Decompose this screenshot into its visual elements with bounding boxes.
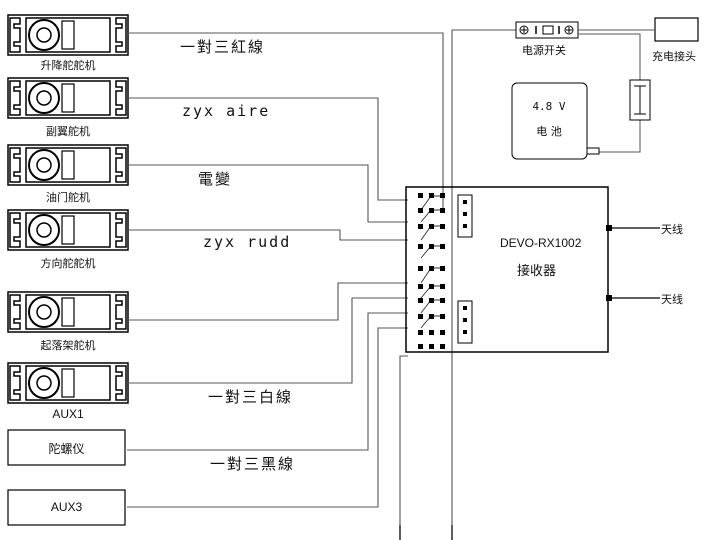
aux3-label: AUX3: [50, 500, 83, 514]
aux3-box: [7, 489, 126, 526]
antenna-label-2: 天线: [661, 293, 683, 306]
receiver-name: 接收器: [517, 264, 557, 279]
receiver-pin-wires: [420, 195, 443, 329]
servo-label-aux1: AUX1: [52, 407, 84, 421]
power-wires: [578, 29, 655, 153]
wire-label-esc: 電變: [198, 170, 233, 188]
antenna-label-1: 天线: [661, 223, 683, 236]
charge-connector-icon: [629, 79, 651, 121]
battery-label: 电 池: [536, 125, 562, 138]
charge-plug-label: 充电接头: [652, 50, 696, 63]
servo-label-elevator: 升降舵舵机: [40, 59, 96, 72]
gyro-box: [7, 429, 126, 466]
servo-icon-throttle: [7, 144, 129, 186]
servo-label-throttle: 油门舵机: [46, 191, 90, 204]
antenna-wires: [608, 227, 660, 299]
receiver-box: [405, 186, 609, 353]
servo-icon-gear: [7, 291, 129, 333]
antenna-marks: [606, 225, 612, 301]
receiver-pins: [418, 193, 445, 349]
bind-port-top: [457, 194, 473, 238]
signal-wires: [127, 29, 516, 540]
servo-icon-elevator: [7, 14, 129, 56]
receiver-model: DEVO-RX1002: [500, 236, 582, 250]
servo-icon-aux1: [7, 362, 129, 404]
servo-label-rudder: 方向舵舵机: [40, 257, 96, 270]
servo-icon-rudder: [7, 209, 129, 251]
battery-voltage: 4.8 V: [532, 100, 566, 113]
wire-label-black: 一對三黑線: [210, 455, 296, 473]
wire-label-aileron: zyx aire: [182, 102, 271, 120]
battery-icon: [511, 82, 600, 160]
servo-icon-aileron: [7, 77, 129, 119]
servo-label-gear: 起落架舵机: [40, 339, 96, 352]
servo-label-aileron: 副翼舵机: [46, 125, 90, 138]
gyro-label: 陀螺仪: [48, 442, 85, 456]
wire-label-red: 一對三紅線: [180, 38, 266, 56]
wire-label-rudder: zyx rudd: [203, 233, 292, 251]
power-switch-label: 电源开关: [522, 44, 566, 57]
power-switch-icon: [515, 21, 579, 39]
bind-port-bottom: [457, 300, 473, 344]
bottom-wire-stubs: [399, 525, 453, 540]
wire-label-white: 一對三白線: [208, 388, 294, 406]
charge-plug-box: [654, 17, 699, 42]
